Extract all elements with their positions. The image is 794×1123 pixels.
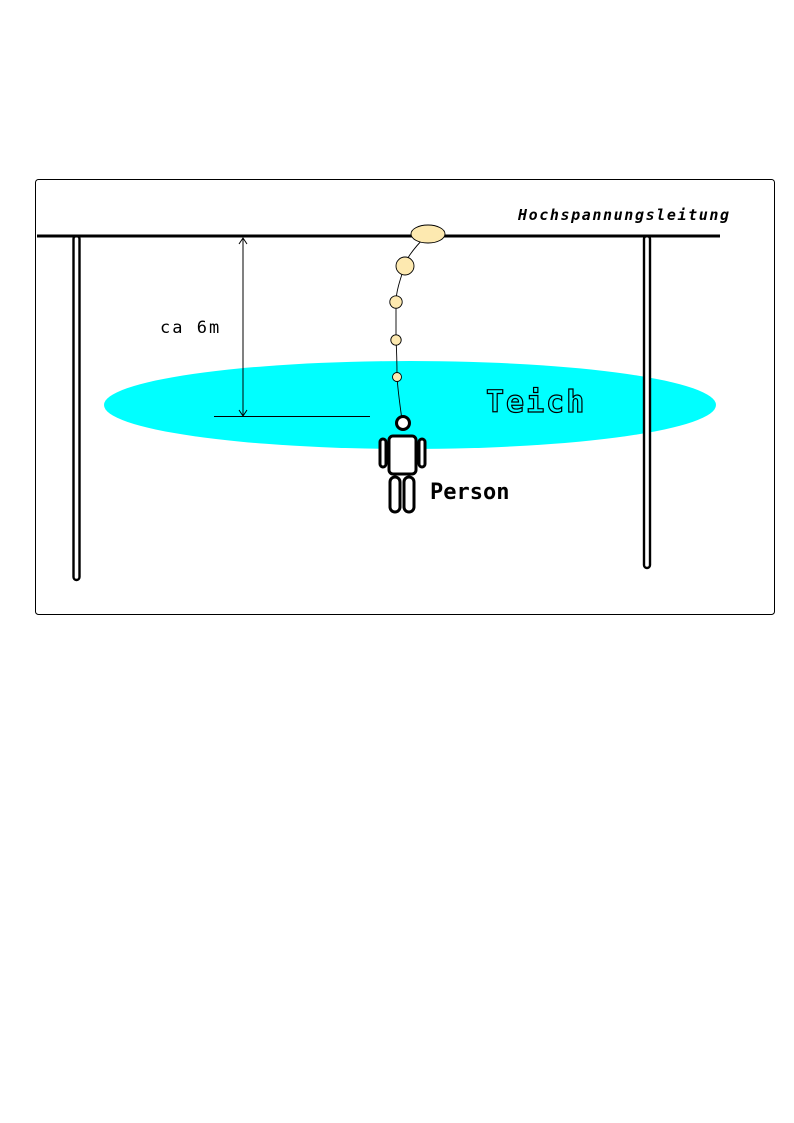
insulator-top [410, 224, 446, 244]
bead-2 [389, 295, 403, 309]
pond-label: Teich [486, 385, 586, 420]
power-line-label: Hochspannungsleitung [517, 206, 731, 224]
pole-left [72, 234, 81, 582]
diagram-frame [35, 179, 775, 615]
pond [104, 361, 716, 449]
bead-4 [392, 372, 402, 382]
person-arm-left [378, 437, 388, 469]
person-leg-right [402, 475, 416, 514]
distance-label: ca 6m [160, 318, 221, 338]
person-head [395, 415, 411, 431]
person-leg-left [388, 475, 402, 514]
person-body [387, 434, 418, 476]
bead-1 [395, 256, 415, 276]
pole-right [642, 234, 652, 570]
person-figure [378, 415, 427, 514]
person-arm-right [417, 437, 427, 469]
bead-3 [390, 334, 402, 346]
person-label: Person [430, 480, 509, 505]
